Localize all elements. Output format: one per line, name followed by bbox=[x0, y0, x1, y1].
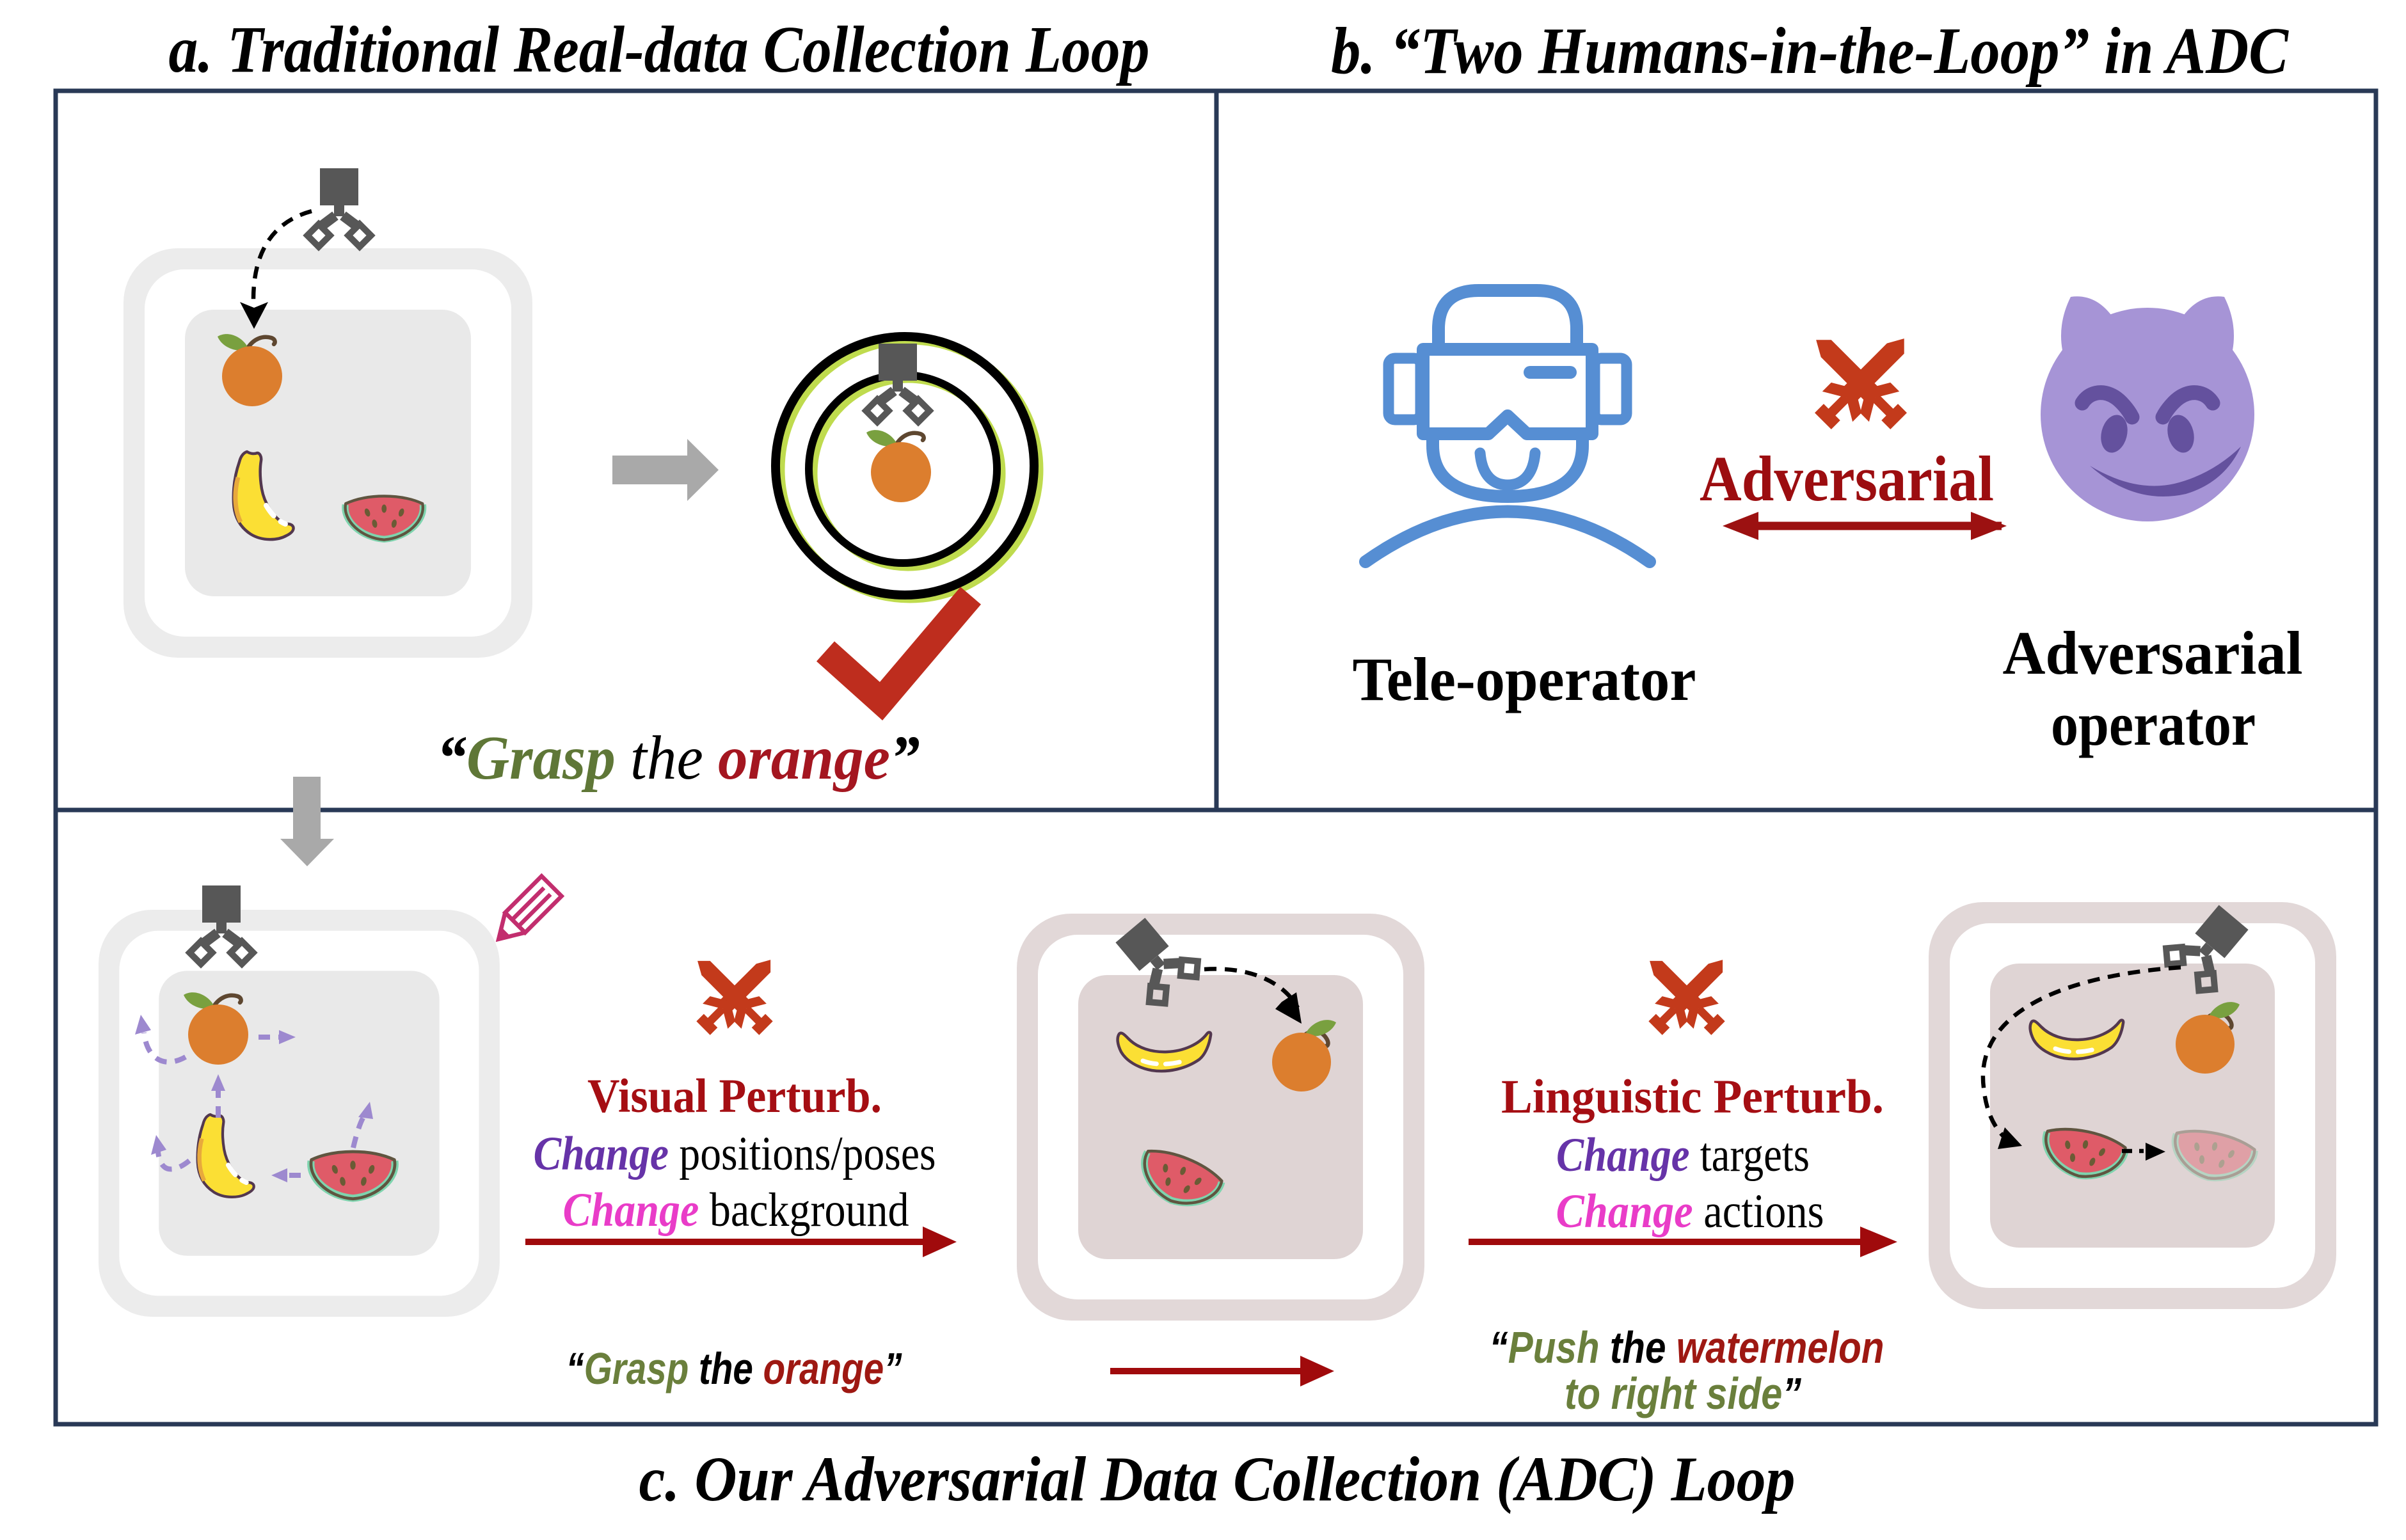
svg-text:a. Traditional Real-data Colle: a. Traditional Real-data Collection Loop bbox=[169, 13, 1150, 86]
svg-text:Change background: Change background bbox=[563, 1184, 909, 1237]
svg-text:Linguistic Perturb.: Linguistic Perturb. bbox=[1501, 1070, 1884, 1123]
svg-text:operator: operator bbox=[2051, 690, 2256, 758]
svg-text:Adversarial: Adversarial bbox=[1700, 443, 1994, 514]
svg-text:b. “Two Humans-in-the-Loop” in: b. “Two Humans-in-the-Loop” in ADC bbox=[1331, 14, 2289, 88]
svg-text:c. Our Adversarial Data Collec: c. Our Adversarial Data Collection (ADC)… bbox=[639, 1443, 1796, 1514]
svg-text:“Push the watermelon: “Push the watermelon bbox=[1490, 1322, 1884, 1372]
svg-text:“Grasp the orange”: “Grasp the orange” bbox=[566, 1344, 902, 1393]
svg-text:Change positions/poses: Change positions/poses bbox=[534, 1127, 936, 1180]
svg-text:Change targets: Change targets bbox=[1556, 1129, 1810, 1182]
svg-text:Visual Perturb.: Visual Perturb. bbox=[587, 1070, 882, 1123]
svg-text:to right side”: to right side” bbox=[1565, 1369, 1801, 1418]
svg-text:Adversarial: Adversarial bbox=[2003, 619, 2303, 687]
svg-text:Change actions: Change actions bbox=[1556, 1185, 1824, 1238]
svg-text:“Grasp the orange”: “Grasp the orange” bbox=[437, 724, 920, 793]
svg-text:Tele-operator: Tele-operator bbox=[1353, 645, 1696, 713]
